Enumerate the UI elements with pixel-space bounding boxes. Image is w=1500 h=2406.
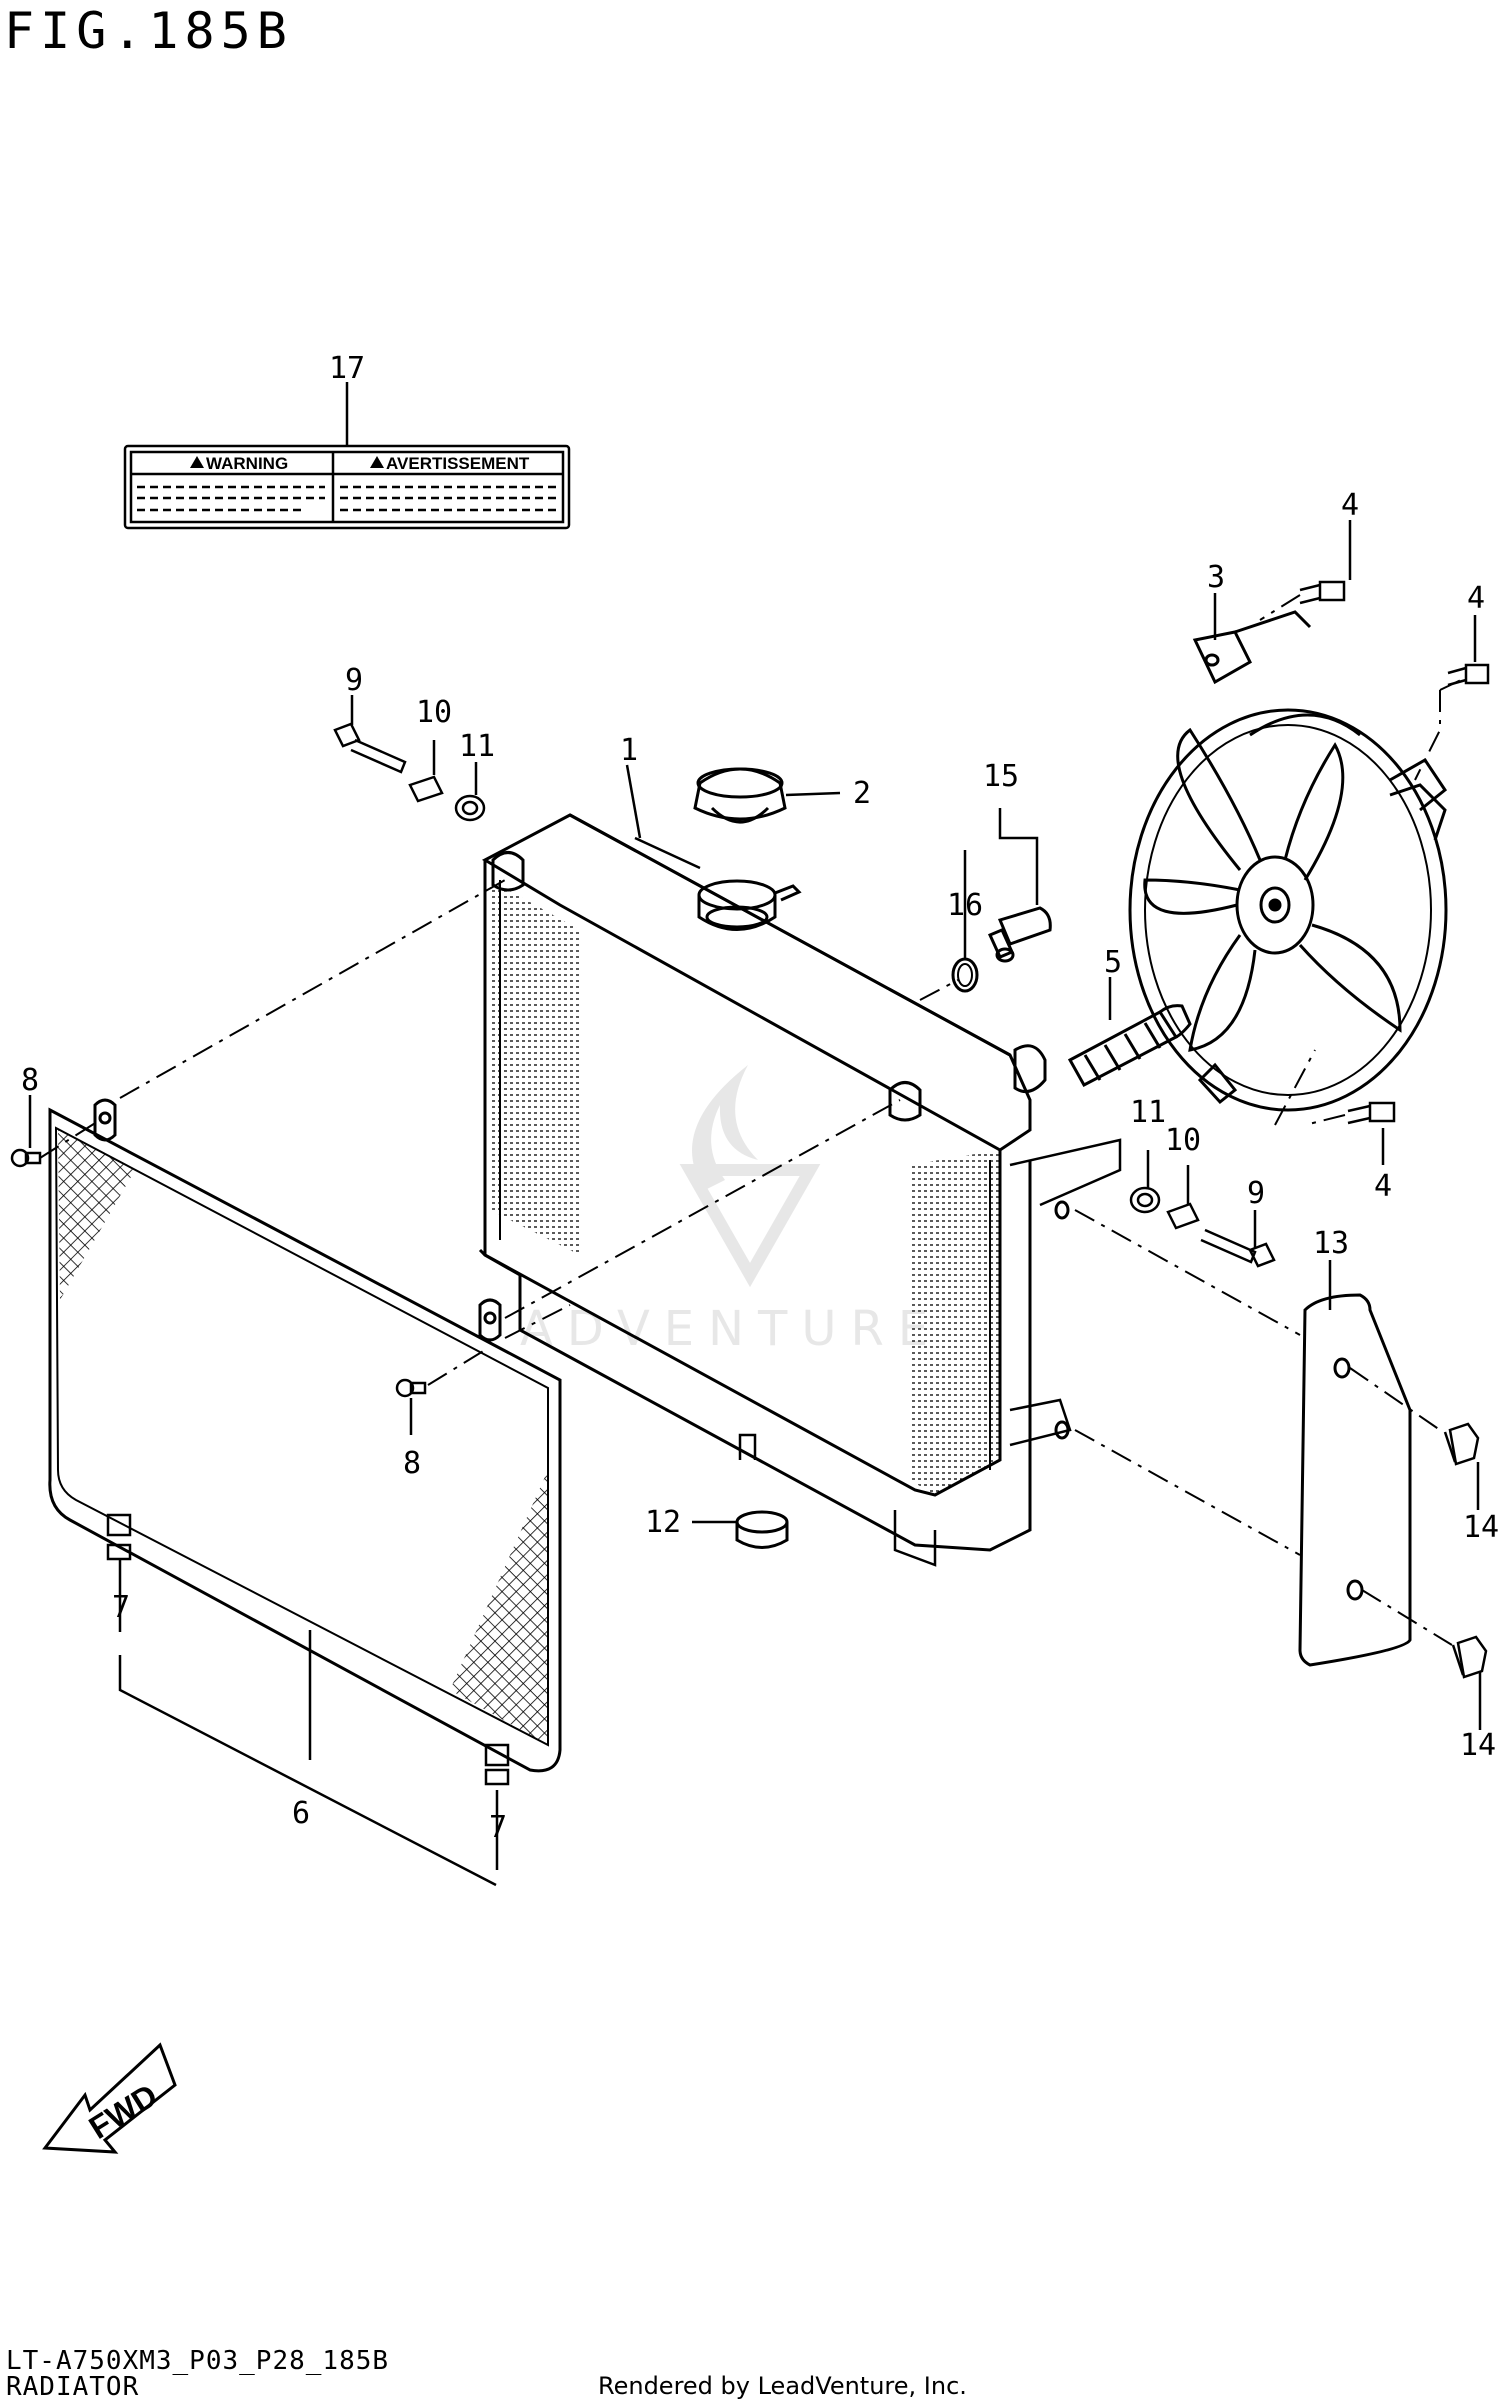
mounting-bracket	[1298, 1293, 1412, 1667]
callout-14-upper: 14	[1463, 1510, 1499, 1545]
rendered-by-credit: Rendered by LeadVenture, Inc.	[598, 2372, 967, 2400]
avertissement-heading: AVERTISSEMENT	[386, 454, 530, 473]
model-code: LT-A750XM3_P03_P28_185B	[6, 2346, 390, 2376]
trim-clip-14-upper	[1443, 1422, 1480, 1466]
warning-heading: WARNING	[206, 454, 288, 473]
thermo-switch	[987, 906, 1052, 963]
callout-11-lower: 11	[1130, 1095, 1166, 1130]
callout-7-left: 7	[112, 1590, 130, 1625]
callout-11-upper: 11	[459, 729, 495, 764]
callout-8-lower: 8	[403, 1446, 421, 1481]
grommet-11-left	[454, 794, 486, 822]
radiator-core	[478, 813, 1122, 1567]
callout-4-right: 4	[1467, 581, 1485, 616]
callout-13: 13	[1313, 1226, 1349, 1261]
callouts: 17 9 10 11 1 2 15 16 5 3 4 4 4 8 8 11 10…	[21, 351, 1499, 1845]
leader-lines	[28, 382, 1482, 1887]
fan-bolt-4-bottom	[1347, 1101, 1396, 1125]
collar-10-right	[1166, 1202, 1200, 1230]
callout-6: 6	[292, 1796, 310, 1831]
fwd-arrow	[42, 2042, 177, 2154]
fwd-label: FWD	[83, 2077, 164, 2146]
callout-7-right: 7	[489, 1810, 507, 1845]
o-ring	[951, 957, 979, 993]
callout-14-lower: 14	[1460, 1728, 1496, 1763]
fan-bolt-4-right	[1447, 663, 1490, 687]
screen-screw-8-upper	[10, 1148, 42, 1168]
fan-bolt-4-top	[1299, 580, 1346, 605]
radiator-filler-neck	[697, 879, 802, 931]
mount-bolt-9-left	[333, 722, 407, 774]
callout-3: 3	[1207, 560, 1225, 595]
screen-clip-upper	[106, 1513, 132, 1561]
trim-clip-14-lower	[1451, 1635, 1488, 1679]
radiator-cushion	[735, 1510, 789, 1549]
figure-title: FIG.185B	[4, 2, 293, 60]
callout-8-upper: 8	[21, 1063, 39, 1098]
callout-10-lower: 10	[1165, 1123, 1201, 1158]
callout-12: 12	[645, 1505, 681, 1540]
radiator-screen	[48, 1098, 562, 1773]
callout-9-upper: 9	[345, 663, 363, 698]
screen-screw-8-lower	[395, 1378, 427, 1398]
callout-2: 2	[853, 776, 871, 811]
watermark: ADVENTURE	[520, 1065, 928, 1357]
radiator-cap	[693, 767, 787, 824]
callout-17: 17	[329, 351, 365, 386]
callout-1: 1	[620, 733, 638, 768]
cooling-fan	[1128, 610, 1448, 1112]
callout-4-top: 4	[1341, 488, 1359, 523]
warning-label	[123, 444, 571, 530]
callout-9-lower: 9	[1247, 1176, 1265, 1211]
section-name: RADIATOR	[6, 2372, 140, 2402]
collar-10-left	[408, 775, 444, 803]
callout-10-upper: 10	[416, 695, 452, 730]
callout-5: 5	[1104, 945, 1122, 980]
callout-15: 15	[983, 759, 1019, 794]
grommet-11-right	[1129, 1186, 1161, 1214]
mount-bolt-9-right	[1200, 1228, 1276, 1268]
screen-clip-lower	[484, 1743, 510, 1786]
guide-lines	[39, 594, 1466, 1646]
callout-4-bottom: 4	[1374, 1169, 1392, 1204]
callout-16: 16	[947, 888, 983, 923]
